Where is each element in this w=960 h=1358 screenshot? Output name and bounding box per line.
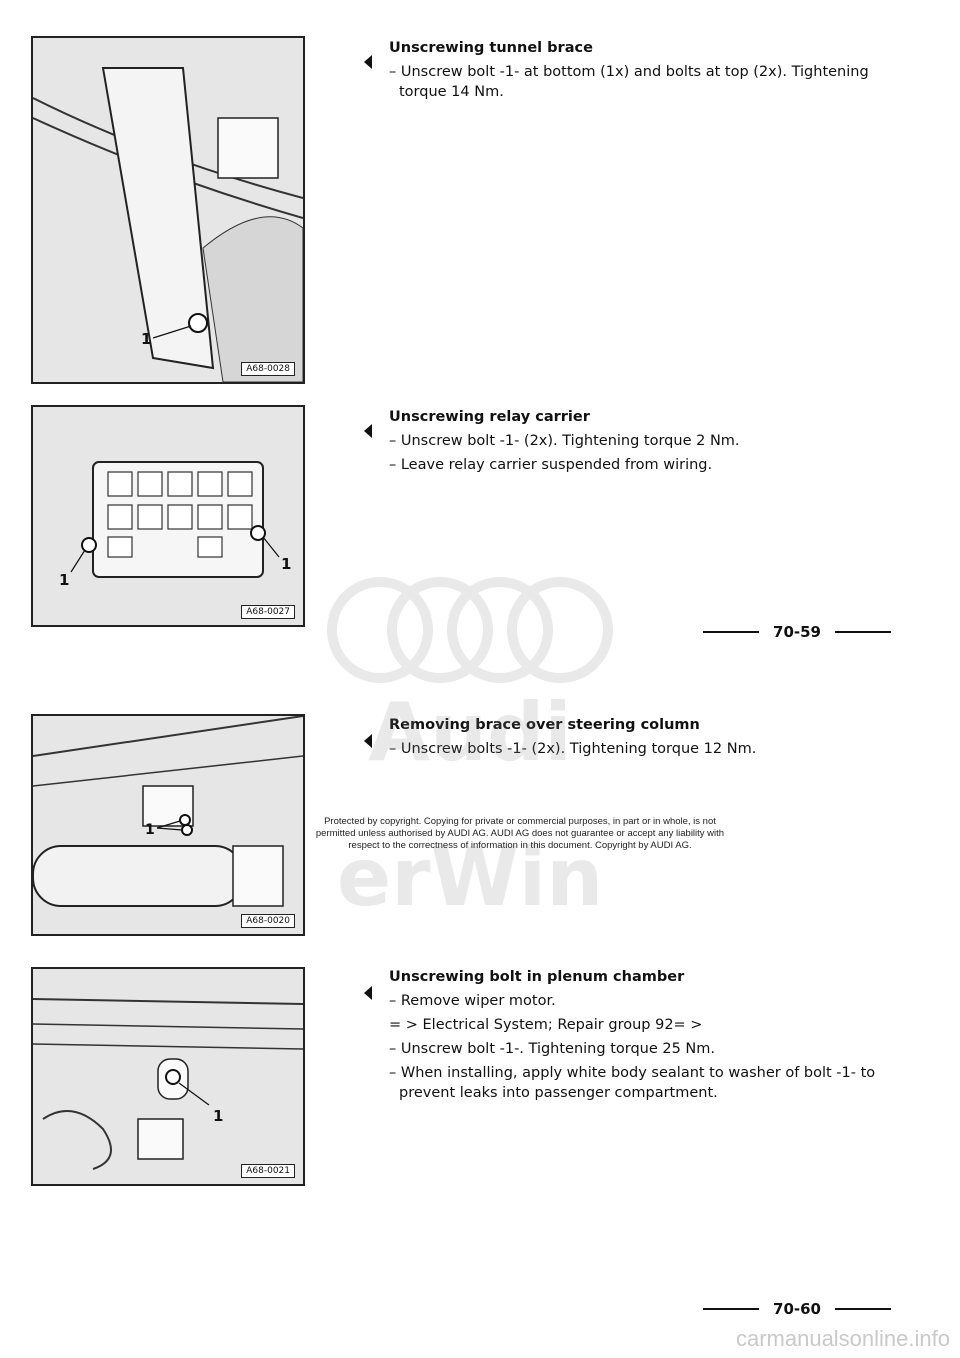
step-text: – Leave relay carrier suspended from wir… <box>389 457 713 473</box>
section-heading: Removing brace over steering column <box>389 717 700 733</box>
pointer-arrow-icon <box>364 986 372 1000</box>
page-number: 70-59 <box>689 623 905 641</box>
figure-plenum-chamber: 1 A68-0021 <box>31 967 305 1186</box>
page-number-text: 70-59 <box>773 623 821 641</box>
cross-reference-link[interactable]: = > Electrical System; Repair group 92= … <box>389 1017 703 1033</box>
figure-code: A68-0028 <box>241 362 295 376</box>
page-number-text: 70-60 <box>773 1300 821 1318</box>
divider <box>835 631 891 633</box>
section-heading: Unscrewing bolt in plenum chamber <box>389 969 685 985</box>
pointer-arrow-icon <box>364 734 372 748</box>
figure-code: A68-0020 <box>241 914 295 928</box>
step-text: – Unscrew bolts -1- (2x). Tightening tor… <box>389 741 757 757</box>
section-tunnel-brace: Unscrewing tunnel brace – Unscrew bolt -… <box>389 38 889 106</box>
callout-1: 1 <box>213 1107 223 1125</box>
section-relay-carrier: Unscrewing relay carrier – Unscrew bolt … <box>389 407 889 479</box>
watermark-brand: Audi <box>368 686 572 779</box>
callout-1: 1 <box>141 330 151 348</box>
callout-1-left: 1 <box>59 571 69 589</box>
figure-steering-brace: 1 A68-0020 <box>31 714 305 936</box>
section-heading: Unscrewing tunnel brace <box>389 40 593 56</box>
step-text: – Unscrew bolt -1- at bottom (1x) and bo… <box>389 64 869 100</box>
page-number: 70-60 <box>689 1300 905 1318</box>
divider <box>835 1308 891 1310</box>
callout-1: 1 <box>145 822 155 838</box>
audi-erwin-watermark: Audi erWin <box>327 577 613 924</box>
callout-1-right: 1 <box>281 555 291 573</box>
step-text: – Unscrew bolt -1- (2x). Tightening torq… <box>389 433 740 449</box>
step-text: – Remove wiper motor. <box>389 993 556 1009</box>
figure-relay-carrier: 1 1 A68-0027 <box>31 405 305 627</box>
relay-carrier-illustration: 1 1 <box>33 407 303 625</box>
step-text: – When installing, apply white body seal… <box>389 1065 876 1101</box>
plenum-chamber-illustration: 1 <box>33 969 303 1184</box>
pointer-arrow-icon <box>364 55 372 69</box>
figure-code: A68-0021 <box>241 1164 295 1178</box>
section-steering-brace: Removing brace over steering column – Un… <box>389 715 889 763</box>
step-text: – Unscrew bolt -1-. Tightening torque 25… <box>389 1041 716 1057</box>
copyright-notice: Protected by copyright. Copying for priv… <box>315 816 725 851</box>
steering-brace-illustration: 1 <box>33 716 303 934</box>
figure-tunnel-brace: 1 A68-0028 <box>31 36 305 384</box>
pointer-arrow-icon <box>364 424 372 438</box>
figure-code: A68-0027 <box>241 605 295 619</box>
watermark-product: erWin <box>337 831 603 924</box>
footer-site-link[interactable]: carmanualsonline.info <box>735 1326 950 1351</box>
section-heading: Unscrewing relay carrier <box>389 409 590 425</box>
tunnel-brace-illustration: 1 <box>33 38 303 382</box>
section-plenum-chamber: Unscrewing bolt in plenum chamber – Remo… <box>389 967 889 1107</box>
divider <box>703 1308 760 1310</box>
divider <box>703 631 760 633</box>
